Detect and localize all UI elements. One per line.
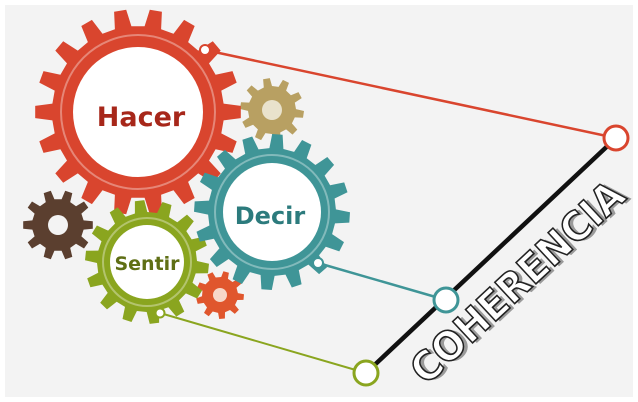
sentir-gear-icon	[85, 200, 209, 324]
decir-endpoint-circle	[432, 286, 460, 314]
sentir-gear-highlight-ring	[102, 217, 192, 307]
decir-label: Decir	[235, 202, 306, 230]
hacer-gear-connector-dot	[199, 44, 211, 56]
hacer-endpoint-circle	[602, 124, 630, 152]
hacer-gear-icon	[35, 9, 241, 215]
small-orange-gear-icon	[196, 271, 244, 319]
tan-gear-hub	[262, 100, 282, 120]
sentir-gear-hub	[110, 225, 184, 299]
sentir-endpoint-circle	[352, 359, 380, 387]
hacer-label: Hacer	[97, 102, 186, 133]
hacer-connector-line	[204, 48, 617, 140]
decir-gear-hub	[223, 163, 321, 261]
decir-gear-connector-dot	[312, 257, 324, 269]
sentir-gear-connector-dot	[154, 307, 166, 319]
coherence-axis-line	[364, 136, 618, 375]
decir-connector-line	[317, 261, 447, 302]
brown-gear-hub	[48, 215, 68, 235]
decir-gear-highlight-ring	[214, 154, 330, 270]
small-tan-gear-icon	[240, 78, 304, 142]
hacer-gear-hub	[73, 47, 203, 177]
connector-lines	[159, 48, 618, 375]
hacer-gear-highlight-ring	[60, 34, 216, 190]
sentir-label: Sentir	[114, 253, 180, 275]
small-brown-gear-icon	[23, 190, 93, 260]
sentir-connector-line	[159, 312, 367, 374]
decir-gear-icon	[194, 134, 350, 290]
orange-gear-hub	[213, 288, 227, 302]
connector-endpoints	[154, 44, 630, 387]
small-gears	[23, 78, 304, 319]
